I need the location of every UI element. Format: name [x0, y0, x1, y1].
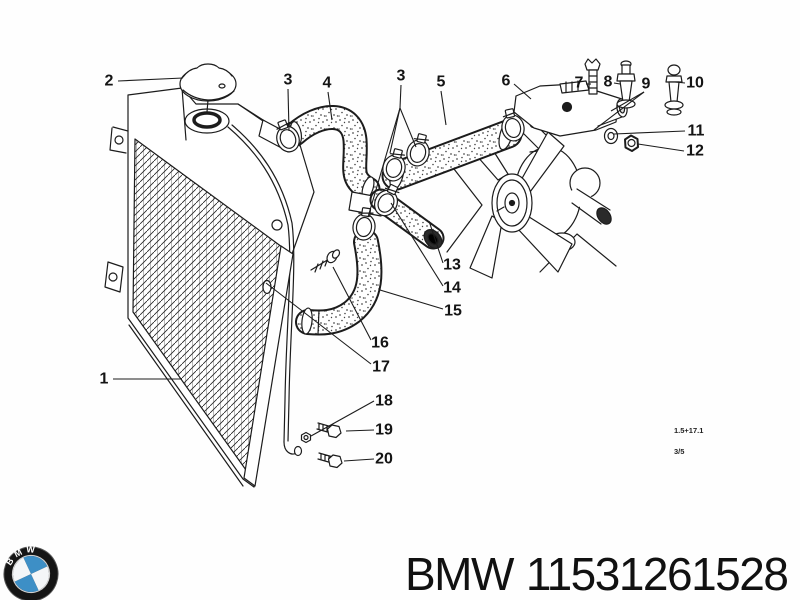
callout-13: 13	[443, 257, 461, 274]
fan-and-water-pump	[446, 123, 617, 279]
leader-line-5	[440, 90, 447, 126]
callout-5: 5	[437, 74, 446, 91]
bmw-roundel-icon: BMW	[2, 546, 59, 600]
plate-note-line2: 3/5	[674, 447, 684, 456]
radiator	[104, 63, 315, 488]
leader-line-3	[287, 88, 290, 132]
lower-radiator-hose	[295, 229, 383, 336]
leader-line-13	[428, 220, 444, 264]
callout-6: 6	[502, 73, 511, 90]
callout-3: 3	[397, 68, 406, 85]
callout-9: 9	[642, 76, 651, 93]
leader-line-3	[399, 107, 417, 148]
washer	[603, 127, 619, 145]
overflow-tube	[227, 126, 291, 443]
fan-shroud-outline	[446, 159, 483, 253]
callout-12: 12	[686, 143, 704, 160]
hoses	[270, 105, 528, 336]
leader-line-19	[345, 429, 375, 432]
leader-line-12	[637, 143, 685, 152]
nut	[624, 134, 639, 152]
temp-sensor	[664, 64, 684, 116]
small-nut	[300, 431, 312, 444]
leader-line-15	[379, 289, 444, 310]
plug	[584, 58, 601, 95]
brand-text: BMW	[405, 548, 514, 600]
callout-17: 17	[372, 359, 390, 376]
leader-line-11	[613, 130, 686, 135]
screw	[310, 249, 341, 273]
leader-line-10	[674, 81, 686, 84]
radiator-side-channel	[243, 245, 294, 487]
leader-line-16	[332, 266, 372, 341]
callout-20: 20	[375, 451, 393, 468]
radiator-cap	[179, 63, 237, 134]
bracket-hole	[114, 135, 124, 145]
drawing-layer	[104, 58, 684, 488]
fasteners	[300, 249, 343, 469]
leader-line-14	[390, 202, 444, 287]
leader-line-3	[367, 107, 401, 218]
callout-11: 11	[688, 123, 705, 140]
callout-7: 7	[575, 75, 584, 92]
callout-10: 10	[686, 75, 704, 92]
thermostat-housing-group	[513, 58, 684, 152]
callout-1: 1	[100, 371, 109, 388]
plate-note-line1: 1.5+17.1	[674, 426, 703, 435]
fan-pulley	[491, 173, 533, 233]
bolt	[316, 452, 343, 469]
leader-line-9	[610, 91, 645, 112]
callout-16: 16	[371, 335, 389, 352]
leader-line-17	[265, 282, 372, 365]
callout-19: 19	[375, 422, 393, 439]
callout-4: 4	[323, 75, 332, 92]
callout-8: 8	[604, 74, 613, 91]
callout-14: 14	[443, 280, 461, 297]
leader-line-9	[593, 91, 645, 131]
leader-line-18	[310, 400, 375, 437]
leader-line-4	[327, 91, 333, 121]
thermo-switch	[616, 60, 636, 109]
callout-3: 3	[284, 72, 293, 89]
leader-line-2	[117, 77, 184, 82]
leader-line-6	[513, 83, 532, 100]
callout-15: 15	[444, 303, 462, 320]
callout-2: 2	[105, 73, 114, 90]
leader-line-8	[613, 82, 621, 85]
leader-line-3	[399, 84, 402, 109]
drain-hole	[262, 279, 272, 295]
part-number: 11531261528	[525, 548, 789, 600]
leader-line-20	[343, 458, 375, 462]
callout-18: 18	[375, 393, 393, 410]
